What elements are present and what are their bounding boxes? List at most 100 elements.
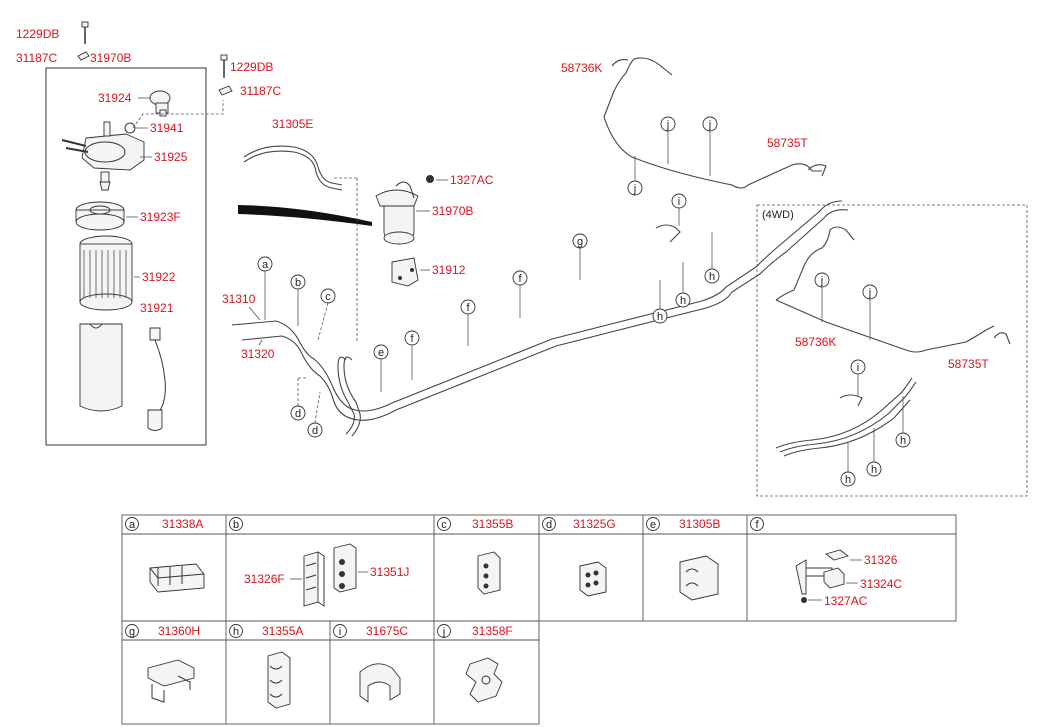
part-31675c <box>359 663 401 703</box>
main-fuel-lines <box>231 57 849 437</box>
table-letter-c: c <box>441 519 447 531</box>
part-31338a <box>149 563 205 593</box>
part-31355b <box>477 551 501 595</box>
part-31305b <box>679 555 719 601</box>
table-letter-d: d <box>546 519 552 531</box>
label-31970b-top: 31970B <box>90 51 131 65</box>
callout-i: i <box>678 196 680 208</box>
callout-d-1: d <box>295 408 301 420</box>
table-letter-g: g <box>129 626 135 638</box>
table-code-d: 31325G <box>573 517 616 531</box>
label-31921: 31921 <box>140 301 174 315</box>
label-1229db-top: 1229DB <box>16 27 59 41</box>
label-1327ac-table: 1327AC <box>824 594 868 608</box>
label-1327ac: 1327AC <box>450 173 494 187</box>
callout-f-1: f <box>410 333 414 345</box>
label-58735t: 58735T <box>767 136 808 150</box>
4wd-variant: (4WD) 58736K 58735T j j i h h h <box>756 204 1028 497</box>
filter-cap-31923f <box>75 201 125 231</box>
label-31326: 31326 <box>864 553 898 567</box>
hose-31305e <box>243 145 343 186</box>
callout-b: b <box>295 277 301 289</box>
parts-table: a 31338A b c 31355B d 31325G e 31305B f … <box>121 514 957 725</box>
label-31925: 31925 <box>154 150 188 164</box>
table-code-a: 31338A <box>162 517 203 531</box>
label-31324c: 31324C <box>860 577 902 591</box>
nut-1327ac <box>426 175 434 183</box>
callout-h-1: h <box>657 311 663 323</box>
part-31358f <box>465 657 503 703</box>
pointer-arrow <box>238 205 372 226</box>
label-31922: 31922 <box>142 270 176 284</box>
part-31355a <box>267 651 291 709</box>
callout-4wd-h-1: h <box>845 474 851 486</box>
bolt-1229db-mid <box>220 54 228 78</box>
part-31326f <box>303 551 325 607</box>
clip-31187c-mid <box>218 85 233 96</box>
sensor-31924 <box>149 90 171 117</box>
callout-a: a <box>262 259 269 271</box>
table-letter-f: f <box>755 519 759 531</box>
filter-assembly: 1229DB 31187C 31970B 31924 31941 3192 <box>16 21 224 446</box>
label-31923f: 31923F <box>140 210 181 224</box>
table-letter-j: j <box>442 626 445 638</box>
label-31924: 31924 <box>98 91 132 105</box>
label-58736k: 58736K <box>561 61 602 75</box>
table-letter-a: a <box>129 519 136 531</box>
label-31305e: 31305E <box>272 117 313 131</box>
label-4wd-58736k: 58736K <box>795 335 836 349</box>
table-code-h: 31355A <box>262 624 303 638</box>
callout-g: g <box>577 236 583 248</box>
part-31325g <box>579 561 607 597</box>
callout-j-3: j <box>633 183 636 195</box>
label-31320: 31320 <box>241 347 275 361</box>
filter-assembly-box <box>45 67 207 446</box>
label-4wd: (4WD) <box>762 209 794 221</box>
callout-4wd-h-2: h <box>871 464 877 476</box>
table-code-j: 31358F <box>472 624 513 638</box>
callout-f-3: f <box>518 273 522 285</box>
table-code-e: 31305B <box>679 517 720 531</box>
table-letter-h: h <box>233 626 239 638</box>
callout-4wd-j-2: j <box>868 287 871 299</box>
table-letter-e: e <box>650 519 656 531</box>
table-letter-b: b <box>233 519 239 531</box>
label-31970b-mid: 31970B <box>432 204 473 218</box>
clip-31187c-top <box>77 51 90 61</box>
table-letter-i: i <box>339 626 341 638</box>
label-31310: 31310 <box>222 292 256 306</box>
callout-d-2: d <box>312 425 318 437</box>
filter-element-31922 <box>79 235 133 311</box>
callout-e: e <box>378 347 384 359</box>
callout-j-1: j <box>666 119 669 131</box>
table-code-g: 31360H <box>158 624 200 638</box>
callout-h-2: h <box>680 295 686 307</box>
callout-h-3: h <box>709 271 715 283</box>
callout-j-2: j <box>708 119 711 131</box>
part-31351j <box>333 543 357 593</box>
filter-bowl-31921 <box>79 323 166 431</box>
bolt-1229db-top <box>81 21 89 44</box>
callout-4wd-j-1: j <box>820 275 823 287</box>
part-f-bracket <box>795 549 849 603</box>
label-31912: 31912 <box>432 263 466 277</box>
fuel-filter-31970b-mid <box>375 181 419 245</box>
callout-c: c <box>325 291 331 303</box>
letter-callouts-main: a b c d d e f f f g i h h h j j j <box>257 116 720 438</box>
part-31360h <box>147 659 195 703</box>
leader-dashed-top <box>132 100 224 129</box>
label-31187c-top: 31187C <box>16 51 57 65</box>
callout-4wd-h-3: h <box>900 435 906 447</box>
bracket-31912 <box>391 257 419 287</box>
filter-head-31925 <box>61 121 145 191</box>
callout-f-2: f <box>466 302 470 314</box>
oring-31941 <box>124 122 136 134</box>
label-31941: 31941 <box>150 121 184 135</box>
callout-4wd-i: i <box>857 362 859 374</box>
label-4wd-58735t: 58735T <box>948 357 989 371</box>
label-1229db-mid: 1229DB <box>230 60 273 74</box>
label-31187c-mid: 31187C <box>240 84 281 98</box>
table-code-i: 31675C <box>366 624 408 638</box>
label-31326f: 31326F <box>244 572 285 586</box>
